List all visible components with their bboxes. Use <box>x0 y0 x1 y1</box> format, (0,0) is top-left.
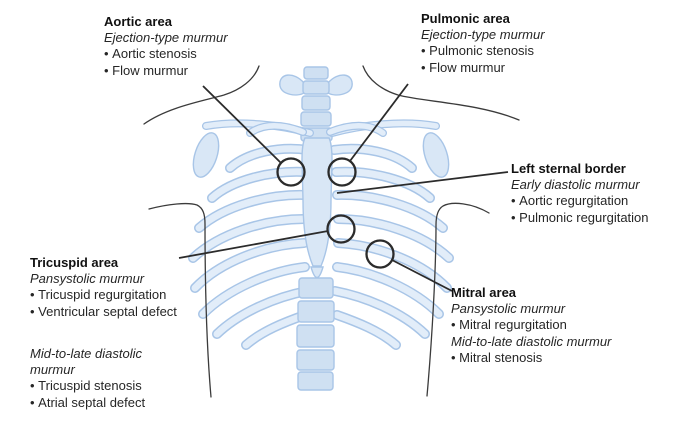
label-aortic-area: Aortic area Ejection-type murmur Aortic … <box>104 14 294 79</box>
vertebra <box>297 371 334 391</box>
mitral-murmur-2: Mid-to-late diastolic murmur <box>451 333 612 349</box>
callout-lines <box>178 83 509 292</box>
shoulder-bone-right <box>422 132 450 178</box>
arm-line-left <box>148 202 212 398</box>
vertebra <box>296 349 335 371</box>
cervical-wing-right <box>327 74 353 96</box>
mitral-callout-line <box>391 259 453 292</box>
aortic-murmur: Ejection-type murmur <box>104 30 228 46</box>
left-sternal-title: Left sternal border <box>511 161 626 176</box>
tricuspid-diastolic-murmur: Mid-to-late diastolic murmur <box>30 346 142 378</box>
pulmonic-bullet-1: Pulmonic stenosis <box>421 43 621 59</box>
tricuspid-bullet-1: Tricuspid regurgitation <box>30 287 210 303</box>
aortic-callout-line <box>202 85 282 164</box>
tricuspid-title: Tricuspid area <box>30 255 119 270</box>
left-sternal-bullet-1: Aortic regurgitation <box>511 193 693 209</box>
tricuspid-murmur: Pansystolic murmur <box>30 271 145 287</box>
left-sternal-callout-line <box>336 171 509 194</box>
vertebra <box>302 80 330 95</box>
xiphoid <box>310 266 324 279</box>
vertebra <box>300 111 332 127</box>
vertebra <box>303 66 329 80</box>
label-left-sternal-border: Left sternal border Early diastolic murm… <box>511 161 693 226</box>
vertebra <box>297 300 335 323</box>
mitral-area-circle <box>365 239 395 269</box>
aortic-bullet-2: Flow murmur <box>104 63 294 79</box>
tricuspid-bullet-2: Ventricular septal defect <box>30 304 210 320</box>
pulmonic-callout-line <box>349 83 409 162</box>
neck-shoulder-line-right <box>362 65 520 121</box>
tricuspid-area-circle <box>326 214 356 244</box>
sternum <box>301 137 333 267</box>
label-tricuspid-diastolic: Mid-to-late diastolic murmur Tricuspid s… <box>30 346 180 411</box>
shoulder-bone-left <box>192 132 220 178</box>
aortic-area-circle <box>276 157 306 187</box>
vertebra <box>301 95 331 111</box>
pulmonic-bullet-2: Flow murmur <box>421 60 621 76</box>
arm-line-right <box>426 202 490 397</box>
tricuspid-diastolic-bullet-1: Tricuspid stenosis <box>30 378 180 394</box>
label-tricuspid-area: Tricuspid area Pansystolic murmur Tricus… <box>30 255 210 320</box>
vertebra <box>296 324 335 348</box>
vertebra <box>298 277 334 299</box>
pulmonic-area-circle <box>327 157 357 187</box>
auscultation-sites <box>276 157 395 269</box>
mitral-murmur-1: Pansystolic murmur <box>451 301 566 317</box>
label-pulmonic-area: Pulmonic area Ejection-type murmur Pulmo… <box>421 11 621 76</box>
label-mitral-area: Mitral area Pansystolic murmur Mitral re… <box>451 285 671 366</box>
mitral-bullet-2: Mitral stenosis <box>451 350 671 366</box>
mitral-title: Mitral area <box>451 285 517 300</box>
pulmonic-title: Pulmonic area <box>421 11 510 26</box>
tricuspid-diastolic-bullet-2: Atrial septal defect <box>30 395 180 411</box>
aortic-bullet-1: Aortic stenosis <box>104 46 294 62</box>
left-sternal-murmur: Early diastolic murmur <box>511 177 640 193</box>
ribcage <box>188 66 453 391</box>
mitral-bullet-1: Mitral regurgitation <box>451 317 671 333</box>
pulmonic-murmur: Ejection-type murmur <box>421 27 545 43</box>
tricuspid-callout-line <box>178 230 329 259</box>
left-sternal-bullet-2: Pulmonic regurgitation <box>511 210 693 226</box>
aortic-title: Aortic area <box>104 14 172 29</box>
